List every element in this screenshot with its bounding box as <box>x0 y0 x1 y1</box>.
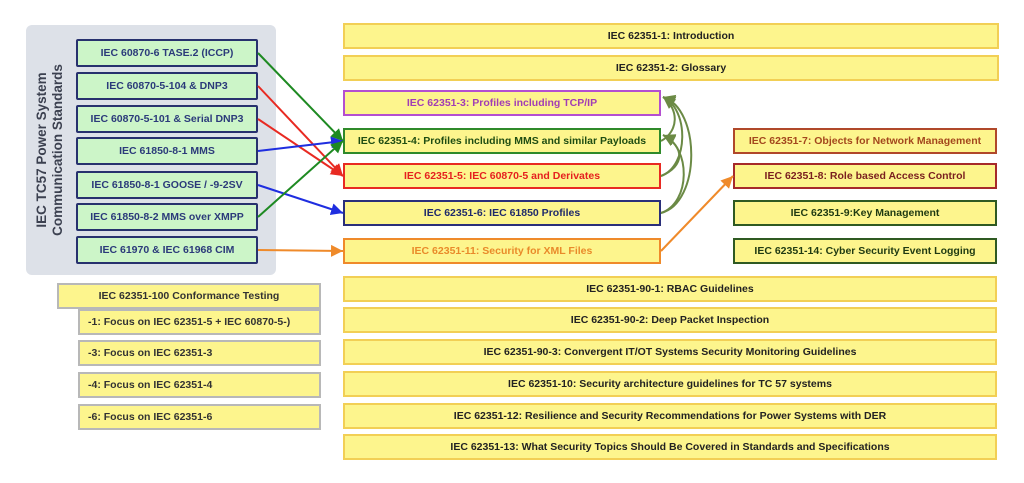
source-61850-xmpp[interactable]: IEC 61850-8-2 MMS over XMPP <box>76 203 258 231</box>
source-iec101-serial-dnp3[interactable]: IEC 60870-5-101 & Serial DNP3 <box>76 105 258 133</box>
source-cim[interactable]: IEC 61970 & IEC 61968 CIM <box>76 236 258 264</box>
conformance-header[interactable]: IEC 62351-100 Conformance Testing <box>57 283 321 309</box>
connector-p5-to-p4 <box>660 134 681 177</box>
conformance-item[interactable]: -4: Focus on IEC 62351-4 <box>78 372 321 398</box>
part-62351-11[interactable]: IEC 62351-11: Security for XML Files <box>343 238 661 264</box>
part-62351-10[interactable]: IEC 62351-10: Security architecture guid… <box>343 371 997 397</box>
connector-mms-to-p4 <box>257 136 344 152</box>
connector-104-to-p5 <box>257 85 344 177</box>
connector-xmpp-to-p4 <box>257 140 344 218</box>
part-62351-3[interactable]: IEC 62351-3: Profiles including TCP/IP <box>343 90 661 116</box>
part-62351-90-2[interactable]: IEC 62351-90-2: Deep Packet Inspection <box>343 307 997 333</box>
part-62351-9[interactable]: IEC 62351-9:Key Management <box>733 200 997 226</box>
source-iec104-dnp3[interactable]: IEC 60870-5-104 & DNP3 <box>76 72 258 100</box>
part-62351-1[interactable]: IEC 62351-1: Introduction <box>343 23 999 49</box>
part-62351-12[interactable]: IEC 62351-12: Resilience and Security Re… <box>343 403 997 429</box>
part-62351-90-1[interactable]: IEC 62351-90-1: RBAC Guidelines <box>343 276 997 302</box>
connector-101-to-p5 <box>257 118 344 177</box>
part-62351-6[interactable]: IEC 62351-6: IEC 61850 Profiles <box>343 200 661 226</box>
part-62351-14[interactable]: IEC 62351-14: Cyber Security Event Loggi… <box>733 238 997 264</box>
part-62351-5[interactable]: IEC 62351-5: IEC 60870-5 and Derivates <box>343 163 661 189</box>
conformance-item[interactable]: -3: Focus on IEC 62351-3 <box>78 340 321 366</box>
part-62351-7[interactable]: IEC 62351-7: Objects for Network Managem… <box>733 128 997 154</box>
part-62351-90-3[interactable]: IEC 62351-90-3: Convergent IT/OT Systems… <box>343 339 997 365</box>
source-tase2[interactable]: IEC 60870-6 TASE.2 (ICCP) <box>76 39 258 67</box>
conformance-item[interactable]: -6: Focus on IEC 62351-6 <box>78 404 321 430</box>
connector-cim-to-p11 <box>257 244 344 257</box>
part-62351-8[interactable]: IEC 62351-8: Role based Access Control <box>733 163 997 189</box>
source-61850-mms[interactable]: IEC 61850-8-1 MMS <box>76 137 258 165</box>
connector-p11-to-p8 <box>660 175 734 252</box>
connector-goose-to-p6 <box>257 184 344 215</box>
conformance-item[interactable]: -1: Focus on IEC 62351-5 + IEC 60870-5-) <box>78 309 321 335</box>
part-62351-2[interactable]: IEC 62351-2: Glossary <box>343 55 999 81</box>
part-62351-13[interactable]: IEC 62351-13: What Security Topics Shoul… <box>343 434 997 460</box>
connector-tase2-to-p4 <box>257 52 344 142</box>
source-61850-goose[interactable]: IEC 61850-8-1 GOOSE / -9-2SV <box>76 171 258 199</box>
part-62351-4[interactable]: IEC 62351-4: Profiles including MMS and … <box>343 128 661 154</box>
connector-p6-to-p3 <box>660 94 693 214</box>
